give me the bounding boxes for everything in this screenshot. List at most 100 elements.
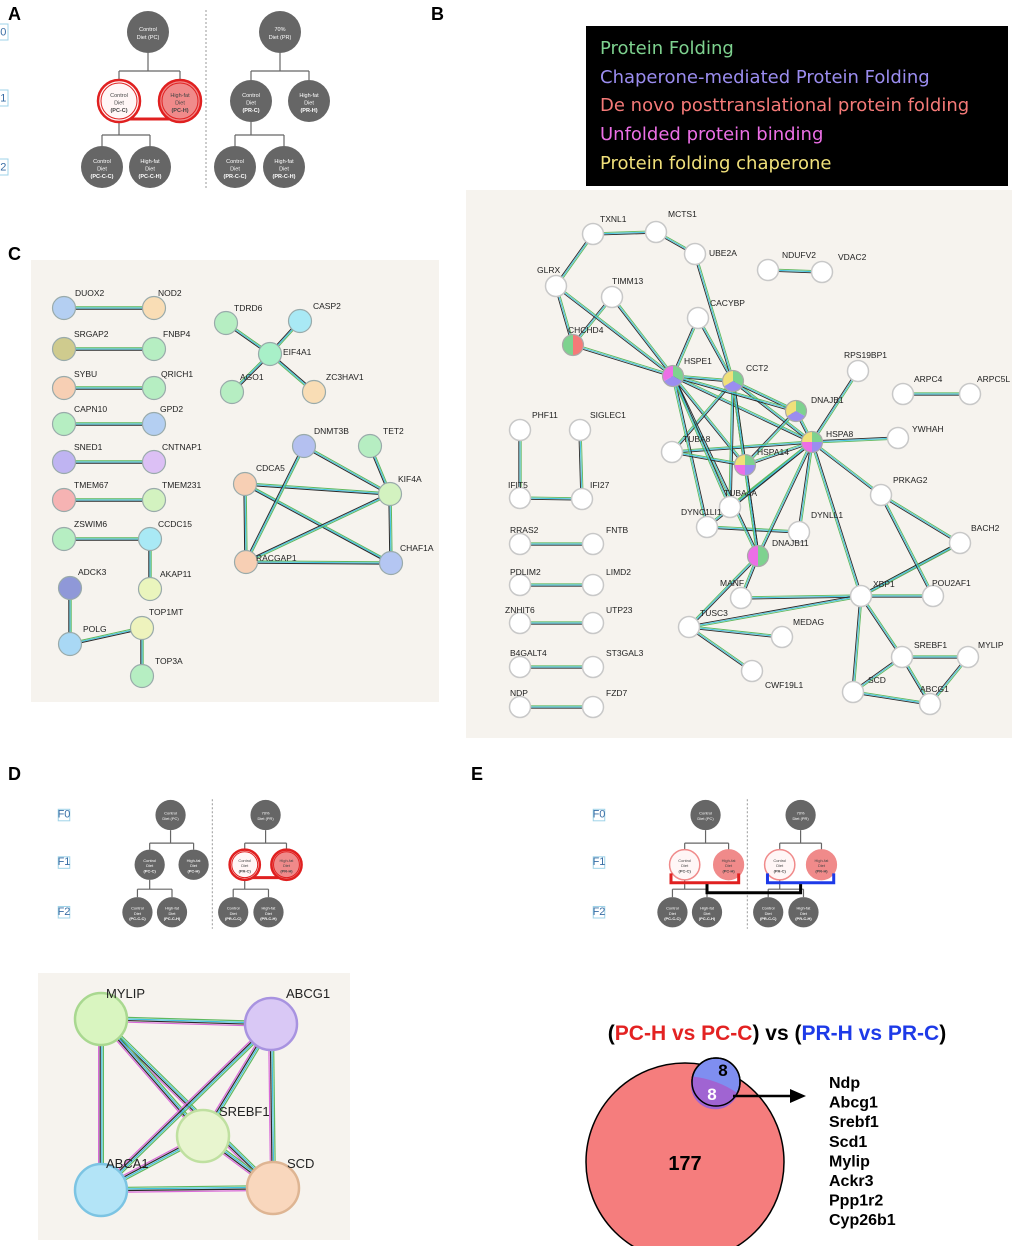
network-edge	[694, 253, 734, 382]
node-label: TUSC3	[700, 608, 728, 618]
network-node	[956, 645, 980, 669]
network-edge	[812, 438, 899, 444]
f0-node	[259, 11, 301, 53]
network-edge	[245, 445, 305, 563]
generation-label: F2	[58, 906, 71, 918]
network-edge	[812, 441, 863, 596]
node-label: Diet	[230, 167, 240, 173]
network-edge	[101, 1016, 272, 1023]
node-label: CWF19L1	[765, 680, 804, 690]
network-node	[661, 364, 685, 388]
node-label: TDRD6	[234, 303, 263, 313]
network-edge	[672, 442, 813, 454]
node-label: (PC-C)	[144, 869, 157, 874]
network-edge	[853, 690, 931, 704]
network-node	[73, 1162, 129, 1218]
network-edge	[101, 1188, 274, 1192]
node-label: Diet	[800, 911, 808, 916]
node-label: VDAC2	[838, 252, 867, 262]
network-node	[733, 453, 757, 477]
node-label: Control	[93, 159, 111, 165]
node-label: RACGAP1	[256, 553, 297, 563]
network-edge	[744, 410, 797, 466]
network-edge	[673, 375, 709, 527]
node-label: CAPN10	[74, 404, 107, 414]
node-label: GLRX	[537, 265, 560, 275]
network-edge	[853, 596, 863, 693]
gene-list-item: Ndp	[829, 1075, 860, 1092]
network-node	[301, 379, 327, 405]
network-edge	[245, 483, 248, 562]
node-label: Diet	[725, 863, 733, 868]
venn-overlap	[690, 1076, 738, 1110]
node-label: ADCK3	[78, 567, 107, 577]
network-node	[51, 295, 77, 321]
network-node	[770, 625, 794, 649]
network-edge	[744, 464, 759, 557]
f2-node	[753, 897, 784, 928]
legend-item-protein-folding: Protein Folding	[600, 38, 734, 59]
node-label: Diet	[97, 167, 107, 173]
network-edge	[860, 541, 960, 596]
f1-node	[805, 849, 838, 881]
network-node	[948, 531, 972, 555]
network-edge	[861, 595, 904, 657]
gene-list-item: Mylip	[829, 1153, 870, 1170]
network-edge	[611, 296, 674, 377]
network-edge	[304, 444, 391, 494]
gene-list-item: Scd1	[829, 1134, 867, 1151]
node-label: ST3GAL3	[606, 648, 644, 658]
network-edge	[245, 482, 392, 563]
node-label: Diet (PC)	[162, 816, 179, 821]
network-edge	[271, 1023, 275, 1188]
network-edge	[244, 483, 247, 563]
network-node	[51, 336, 77, 362]
network-edge	[811, 370, 859, 443]
network-edge	[852, 691, 931, 705]
network-edge	[244, 483, 392, 564]
network-node	[508, 532, 532, 556]
network-node	[51, 411, 77, 437]
node-label: UTP23	[606, 605, 633, 615]
network-node	[891, 382, 915, 406]
network-edge	[881, 494, 935, 596]
network-edge	[757, 441, 813, 557]
legend-item-chaperone-mediated: Chaperone-mediated Protein Folding	[600, 67, 930, 88]
network-node	[57, 575, 83, 601]
network-node	[581, 222, 605, 246]
network-node	[508, 573, 532, 597]
network-node	[918, 692, 942, 716]
network-edge	[556, 284, 675, 376]
node-label: Control	[164, 810, 177, 815]
network-edge	[672, 376, 796, 413]
node-label: Diet	[146, 863, 154, 868]
network-node	[683, 242, 707, 266]
node-label: SCD	[287, 1156, 314, 1171]
f2-node	[657, 897, 688, 928]
network-edge	[672, 375, 731, 508]
network-node	[756, 258, 780, 282]
network-node	[291, 433, 317, 459]
f2-node	[253, 897, 284, 928]
network-edge	[578, 430, 582, 500]
node-label: B4GALT4	[510, 648, 547, 658]
node-label: HSPA8	[826, 429, 854, 439]
network-edge	[881, 493, 961, 543]
node-label: TET2	[383, 426, 404, 436]
network-edge	[245, 493, 391, 563]
network-edge	[245, 482, 391, 494]
network-node	[129, 663, 155, 689]
network-node	[508, 611, 532, 635]
network-edge	[812, 440, 883, 495]
network-edge	[880, 494, 934, 597]
node-label: YWHAH	[912, 424, 944, 434]
node-label: 70%	[797, 810, 805, 815]
network-node	[51, 487, 77, 513]
network-edge	[689, 625, 783, 637]
node-label: High-fat	[274, 159, 294, 165]
network-edge	[671, 380, 734, 453]
node-label: TOP1MT	[149, 607, 183, 617]
f0-node	[127, 11, 169, 53]
network-node	[141, 295, 167, 321]
